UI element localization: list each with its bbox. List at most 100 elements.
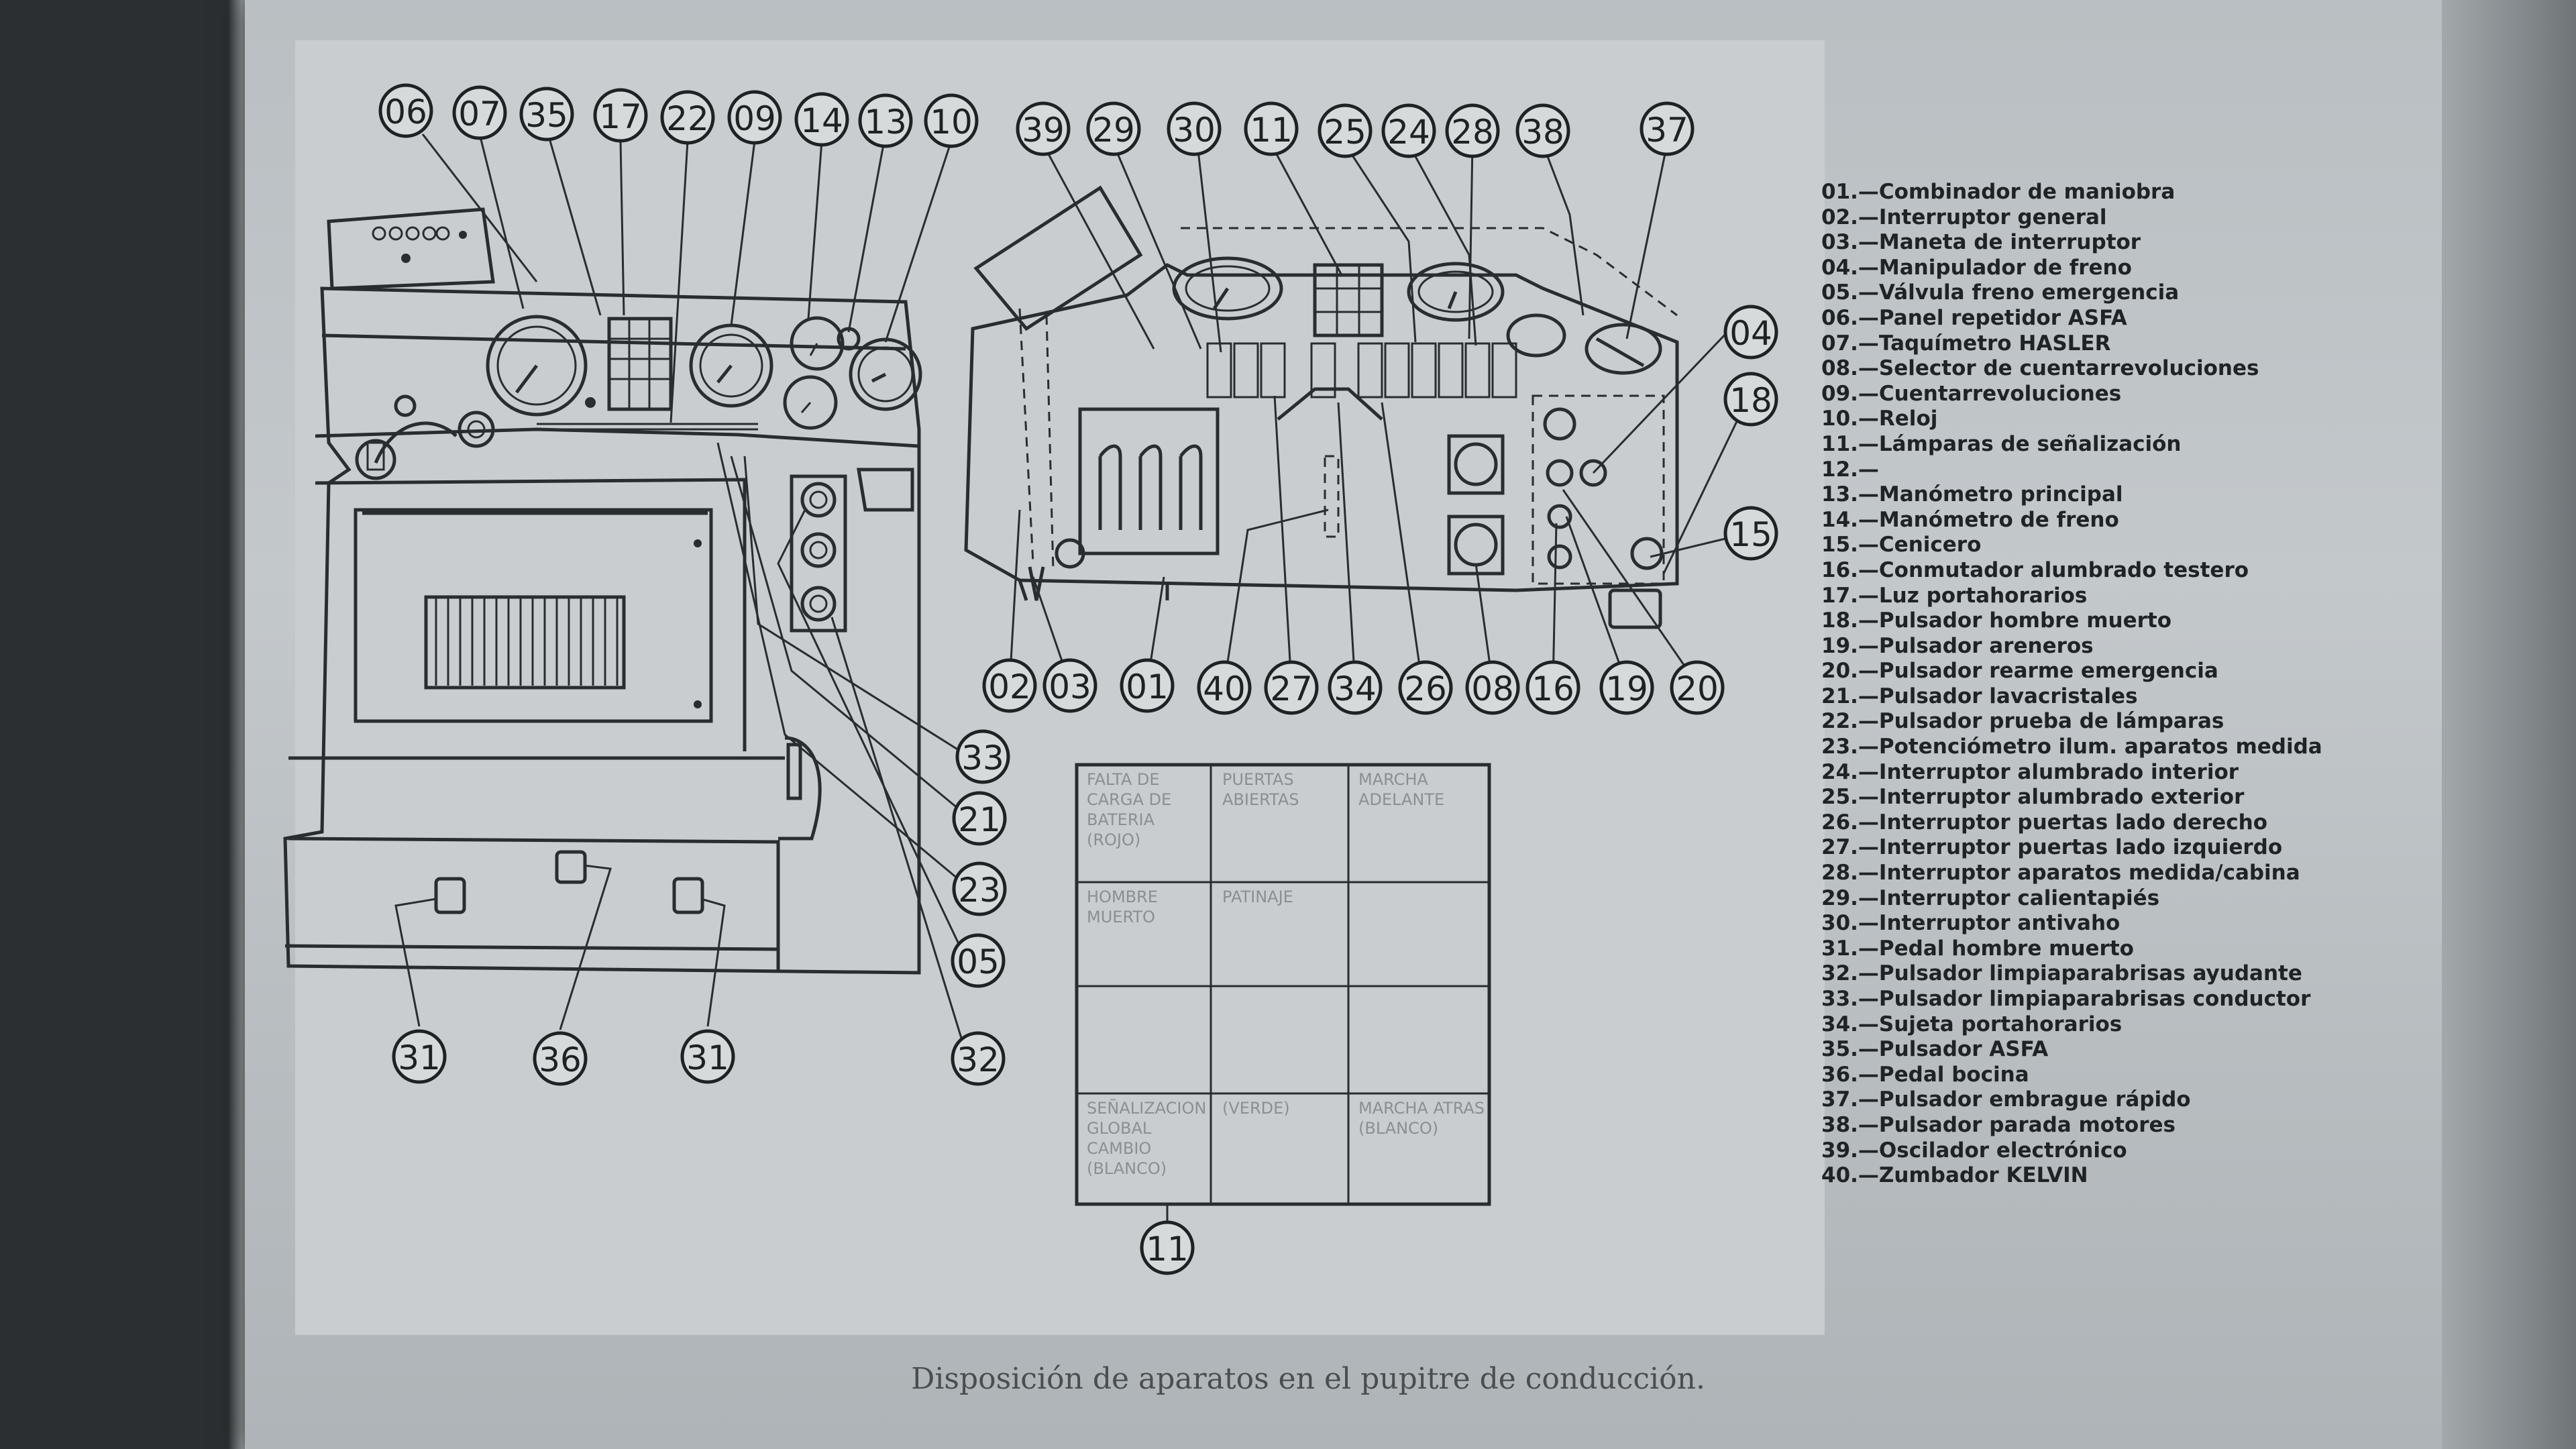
callout-39: 39 (1016, 101, 1071, 156)
callout-23: 23 (952, 861, 1007, 916)
svg-text:22: 22 (666, 99, 709, 138)
right-console-top-view (964, 144, 1749, 685)
svg-text:25: 25 (1324, 113, 1366, 152)
legend-item: 38.—Pulsador parada motores (1821, 1112, 2176, 1137)
svg-text:26: 26 (1404, 669, 1447, 708)
callout-10: 10 (924, 93, 979, 148)
legend-item: 04.—Manipulador de freno (1821, 255, 2132, 280)
legend-item: 25.—Interruptor alumbrado exterior (1821, 785, 2245, 810)
legend-item: 12.— (1821, 457, 1879, 482)
svg-text:37: 37 (1646, 111, 1688, 150)
svg-text:39: 39 (1022, 111, 1065, 150)
legend-item: 08.—Selector de cuentarrevoluciones (1821, 356, 2259, 381)
svg-text:09: 09 (733, 99, 776, 138)
grille-slats (435, 598, 619, 686)
callout-07: 07 (452, 85, 507, 140)
svg-text:02: 02 (988, 667, 1031, 706)
callout-27: 27 (1264, 660, 1319, 715)
table-cell-text: PATINAJE (1222, 888, 1293, 906)
callout-06: 06 (378, 83, 433, 138)
svg-text:04: 04 (1729, 314, 1772, 353)
callout-34: 34 (1328, 660, 1383, 715)
svg-text:38: 38 (1521, 113, 1564, 152)
legend-item: 06.—Panel repetidor ASFA (1821, 305, 2127, 330)
legend-item: 33.—Pulsador limpiaparabrisas conductor (1821, 987, 2311, 1011)
asfa-panel-lamps (372, 226, 467, 263)
legend-item: 09.—Cuentarrevoluciones (1821, 381, 2122, 406)
legend-item: 05.—Válvula freno emergencia (1821, 280, 2180, 305)
svg-text:20: 20 (1676, 669, 1719, 708)
svg-text:01: 01 (1126, 667, 1169, 706)
svg-text:05: 05 (957, 943, 1000, 981)
svg-text:06: 06 (384, 93, 427, 131)
svg-text:11: 11 (1146, 1230, 1189, 1269)
callout-01: 01 (1120, 658, 1175, 713)
callout-02: 02 (982, 658, 1037, 713)
callout-31: 31 (680, 1029, 735, 1084)
svg-text:15: 15 (1729, 515, 1772, 554)
callout-16: 16 (1525, 660, 1580, 715)
svg-text:03: 03 (1049, 667, 1091, 706)
svg-text:31: 31 (398, 1038, 441, 1077)
legend-item: 03.—Maneta de interruptor (1821, 230, 2141, 255)
callout-36: 36 (533, 1031, 588, 1086)
svg-text:36: 36 (539, 1040, 582, 1079)
callout-03: 03 (1042, 658, 1097, 713)
left-console-front-view (283, 133, 967, 1054)
callout-15: 15 (1723, 506, 1778, 561)
legend-item: 40.—Zumbador KELVIN (1821, 1163, 2088, 1188)
callout-30: 30 (1167, 101, 1222, 156)
callout-18: 18 (1723, 372, 1778, 427)
svg-text:35: 35 (525, 96, 568, 135)
callout-05: 05 (951, 933, 1006, 988)
svg-text:13: 13 (864, 103, 907, 142)
callout-38: 38 (1515, 103, 1570, 158)
legend-item: 29.—Interruptor calientapiés (1821, 885, 2160, 910)
signal-lamp-table (1075, 763, 1491, 1231)
callout-31: 31 (392, 1029, 447, 1084)
svg-text:07: 07 (458, 95, 501, 133)
legend-item: 28.—Interruptor aparatos medida/cabina (1821, 861, 2300, 885)
callout-04: 04 (1723, 305, 1778, 360)
legend-item: 16.—Conmutador alumbrado testero (1821, 557, 2249, 582)
legend-item: 31.—Pedal hombre muerto (1821, 936, 2134, 961)
svg-text:27: 27 (1270, 669, 1313, 708)
legend-item: 10.—Reloj (1821, 407, 1938, 431)
legend-item: 11.—Lámparas de señalización (1821, 431, 2182, 456)
svg-text:08: 08 (1471, 669, 1514, 708)
callout-21: 21 (952, 791, 1007, 846)
callout-40: 40 (1197, 660, 1252, 715)
legend-item: 21.—Pulsador lavacristales (1821, 684, 2138, 708)
svg-text:30: 30 (1173, 111, 1216, 150)
legend-item: 13.—Manómetro principal (1821, 482, 2123, 507)
legend-item: 15.—Cenicero (1821, 533, 1982, 557)
callout-08: 08 (1465, 660, 1520, 715)
svg-text:10: 10 (930, 103, 973, 142)
svg-text:40: 40 (1203, 669, 1246, 708)
svg-text:23: 23 (958, 871, 1001, 910)
svg-text:28: 28 (1451, 113, 1494, 152)
svg-text:24: 24 (1387, 113, 1430, 152)
legend-item: 01.—Combinador de maniobra (1821, 180, 2176, 204)
callout-37: 37 (1640, 101, 1695, 156)
svg-text:32: 32 (957, 1040, 1000, 1079)
table-cell-text: MARCHA ATRAS(BLANCO) (1358, 1099, 1485, 1138)
svg-text:18: 18 (1729, 381, 1772, 420)
legend-item: 18.—Pulsador hombre muerto (1821, 608, 2172, 633)
legend-item: 22.—Pulsador prueba de lámparas (1821, 709, 2224, 734)
svg-text:14: 14 (800, 101, 843, 140)
legend-item: 37.—Pulsador embrague rápido (1821, 1087, 2191, 1112)
legend-item: 34.—Sujeta portahorarios (1821, 1012, 2123, 1036)
callout-11: 11 (1244, 101, 1299, 156)
callout-29: 29 (1086, 101, 1141, 156)
svg-text:16: 16 (1532, 669, 1574, 708)
legend-item: 27.—Interruptor puertas lado izquierdo (1821, 835, 2283, 860)
legend-item: 36.—Pedal bocina (1821, 1062, 2029, 1087)
callout-24: 24 (1381, 103, 1436, 158)
legend-item: 39.—Oscilador electrónico (1821, 1138, 2127, 1163)
